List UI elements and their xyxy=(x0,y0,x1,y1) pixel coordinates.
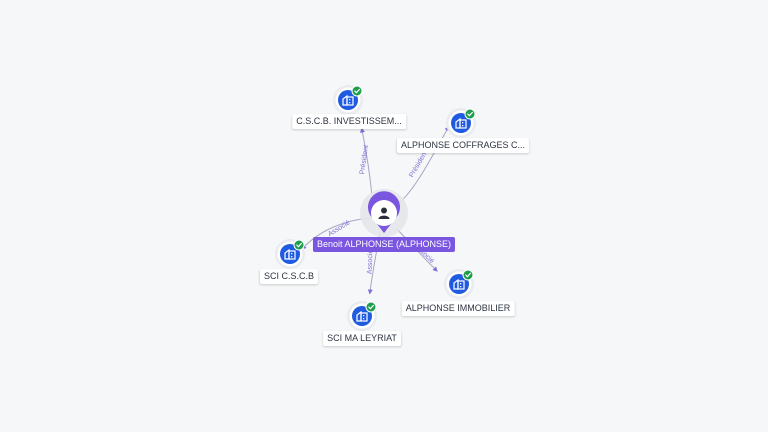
verified-check-icon xyxy=(293,239,305,251)
company-label-cscb-inv[interactable]: C.S.C.B. INVESTISSEM... xyxy=(292,114,406,129)
edge-label: Associé xyxy=(367,249,375,274)
company-label-sci-cscb[interactable]: SCI C.S.C.B xyxy=(259,269,319,284)
company-node-sci-ma[interactable] xyxy=(347,301,377,331)
person-icon xyxy=(378,207,390,219)
center-person-label[interactable]: Benoit ALPHONSE (ALPHONSE) xyxy=(312,237,456,252)
company-label-alph-coff[interactable]: ALPHONSE COFFRAGES C... xyxy=(396,138,530,153)
building-icon xyxy=(453,278,465,290)
company-label-alph-imm[interactable]: ALPHONSE IMMOBILIER xyxy=(401,301,515,316)
center-person-node[interactable] xyxy=(360,189,408,237)
verified-check-icon xyxy=(462,269,474,281)
company-label-sci-ma[interactable]: SCI MA LEYRIAT xyxy=(323,331,401,346)
company-node-alph-imm[interactable] xyxy=(444,269,474,299)
building-icon xyxy=(342,94,354,106)
building-icon xyxy=(284,248,296,260)
edge-cscb-inv: Président xyxy=(359,127,373,197)
building-icon xyxy=(455,117,467,129)
building-icon xyxy=(356,310,368,322)
company-node-sci-cscb[interactable] xyxy=(275,239,305,269)
verified-check-icon xyxy=(351,85,363,97)
company-node-cscb-inv[interactable] xyxy=(333,85,363,115)
edge-line xyxy=(360,127,373,197)
edge-label: Président xyxy=(359,145,370,175)
verified-check-icon xyxy=(365,301,377,313)
edge-label: Président xyxy=(408,150,429,179)
verified-check-icon xyxy=(464,108,476,120)
company-node-alph-coff[interactable] xyxy=(446,108,476,138)
